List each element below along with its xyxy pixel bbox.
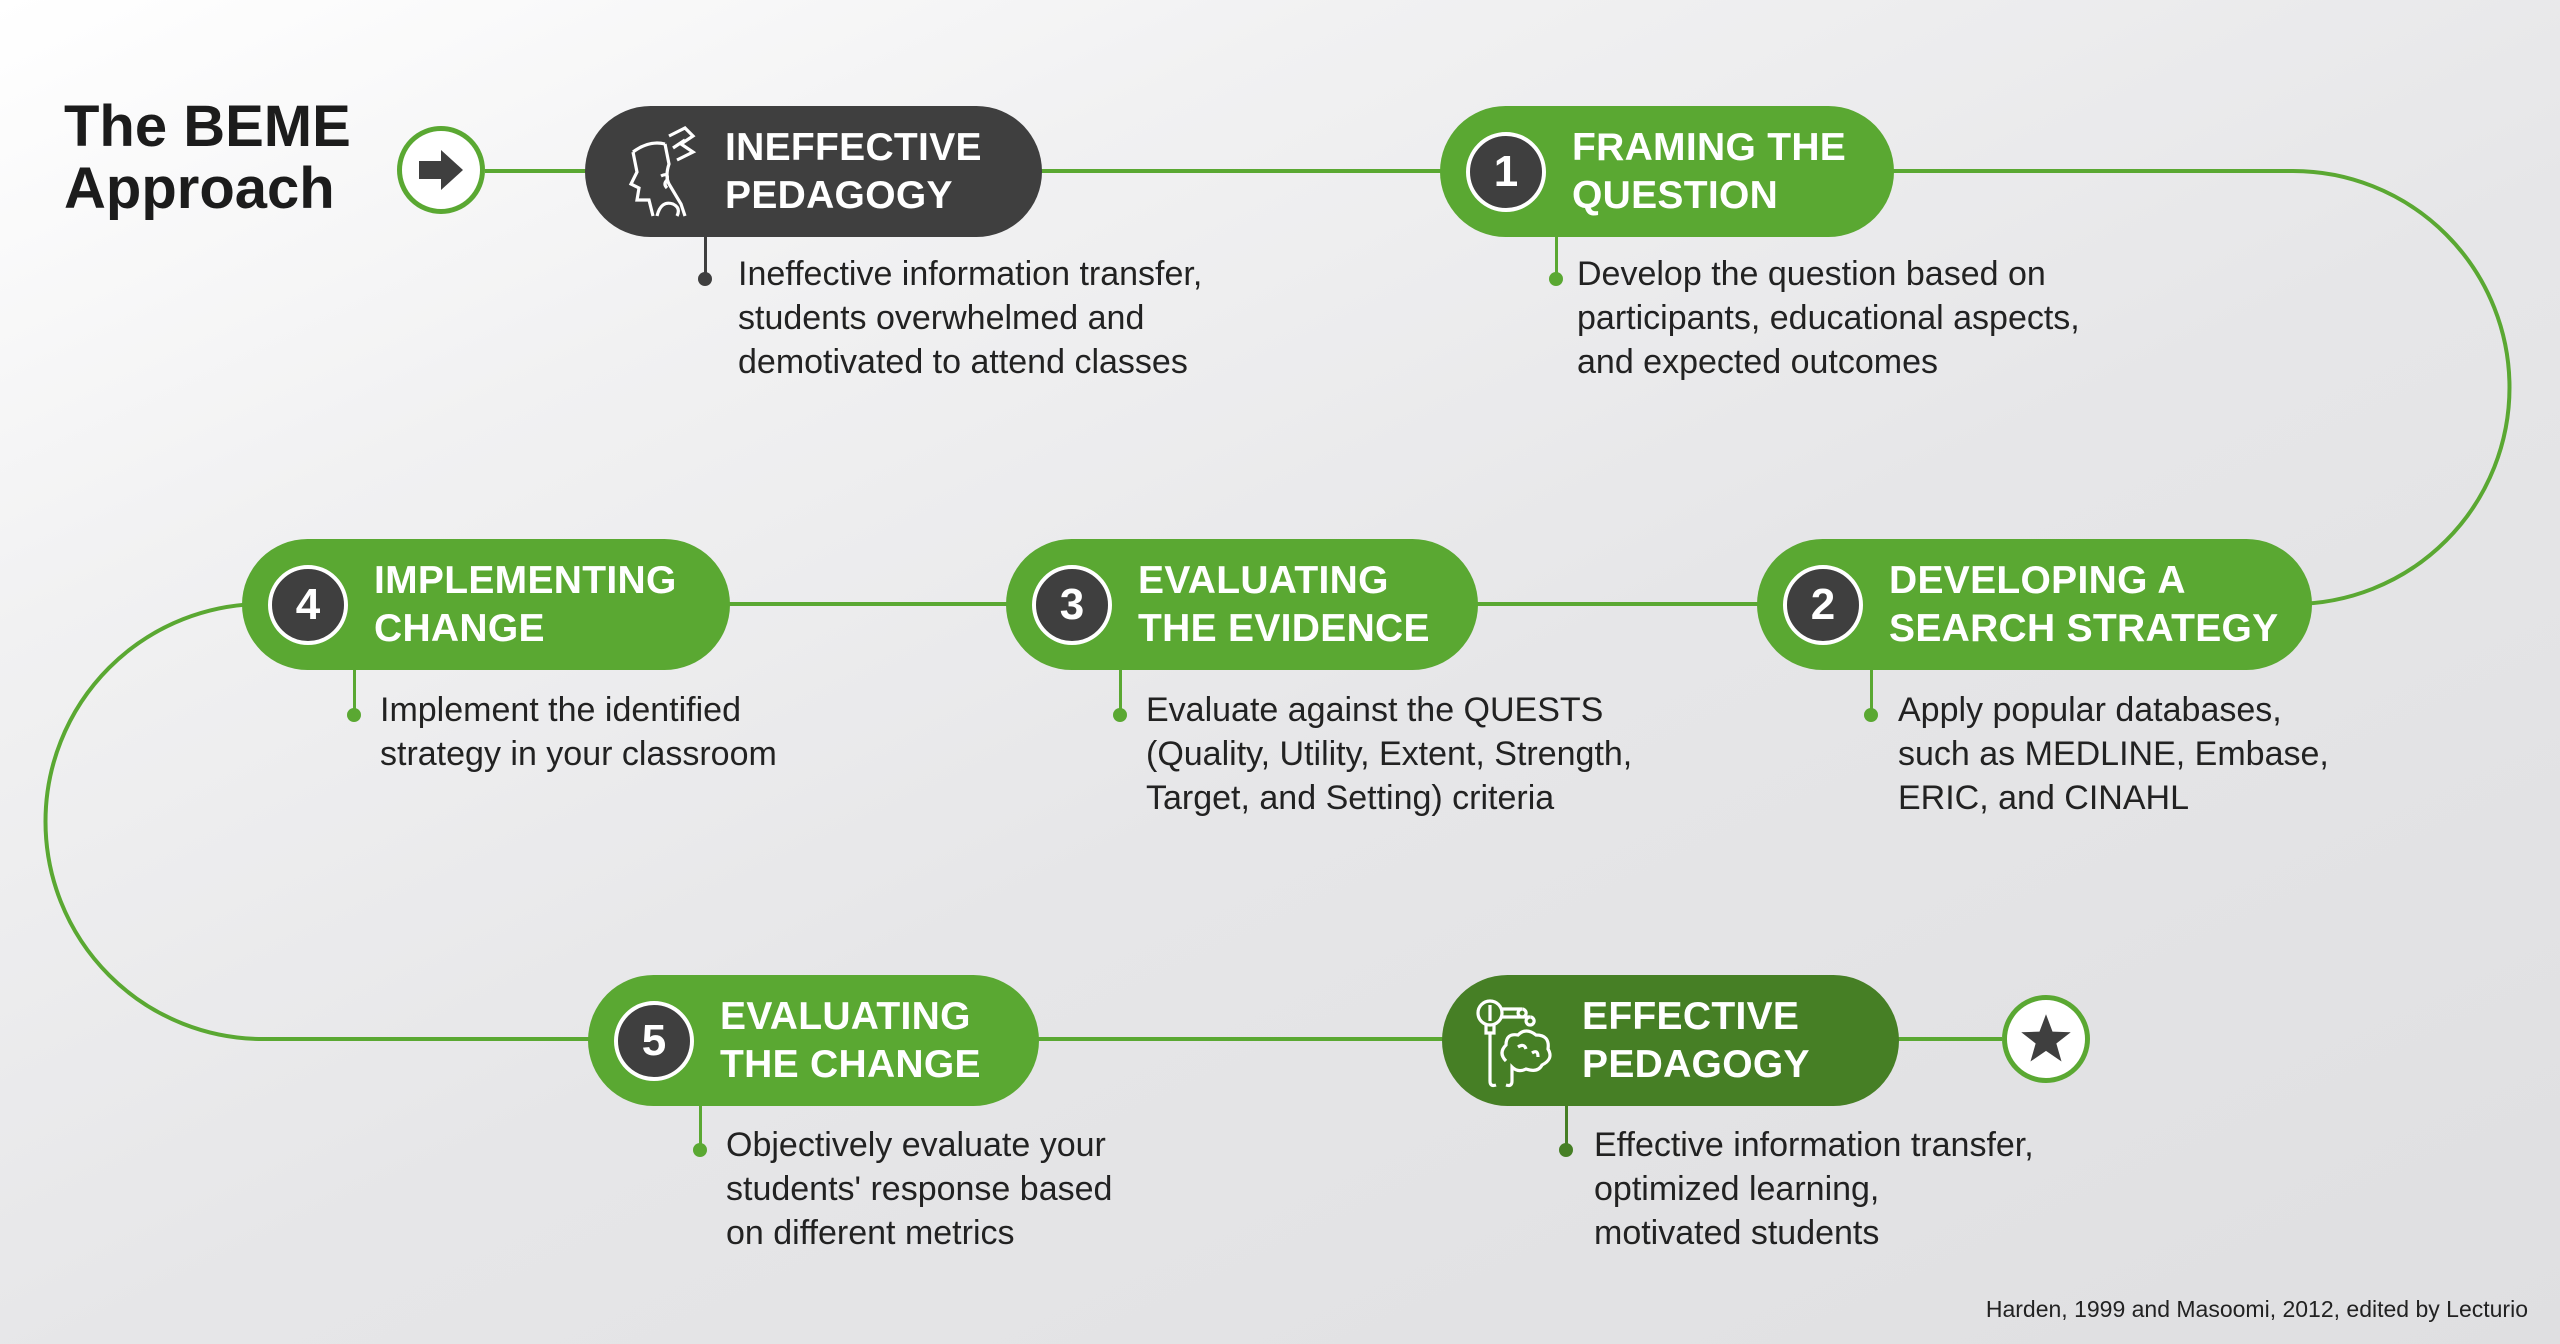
step-label: INEFFECTIVE PEDAGOGY	[725, 125, 982, 217]
step-number: 2	[1783, 564, 1863, 645]
connector-dot	[1549, 272, 1563, 286]
connector	[704, 237, 707, 279]
step-description: Objectively evaluate your students' resp…	[726, 1126, 1113, 1252]
step-implementing-change: 4 IMPLEMENTING CHANGE	[242, 539, 730, 670]
step-description: Apply popular databases, such as MEDLINE…	[1898, 691, 2329, 817]
step-description: Evaluate against the QUESTS (Quality, Ut…	[1146, 691, 1633, 817]
step-ineffective-pedagogy: INEFFECTIVE PEDAGOGY	[585, 106, 1042, 237]
step-description: Develop the question based on participan…	[1577, 255, 2080, 381]
step-label: EVALUATING THE CHANGE	[720, 994, 981, 1086]
brain-lightbulb-icon	[1476, 998, 1552, 1087]
connector-dot	[698, 272, 712, 286]
head-confusion-icon	[628, 125, 697, 217]
step-number: 3	[1032, 564, 1112, 645]
page-title: The BEME Approach	[64, 94, 351, 221]
step-developing-search-strategy: 2 DEVELOPING A SEARCH STRATEGY	[1757, 539, 2312, 670]
connector	[353, 670, 356, 714]
step-label: IMPLEMENTING CHANGE	[374, 558, 677, 650]
step-number: 4	[268, 564, 348, 645]
step-evaluating-the-change: 5 EVALUATING THE CHANGE	[588, 975, 1039, 1106]
step-label: EFFECTIVE PEDAGOGY	[1582, 994, 1810, 1086]
step-number: 5	[614, 1000, 694, 1081]
connector-dot	[1864, 708, 1878, 722]
source-credit: Harden, 1999 and Masoomi, 2012, edited b…	[1985, 1296, 2528, 1322]
connector-dot	[1559, 1143, 1573, 1157]
connector-dot	[347, 708, 361, 722]
step-description: Ineffective information transfer, studen…	[738, 255, 1203, 381]
end-circle	[2002, 995, 2090, 1083]
connector-dot	[693, 1143, 707, 1157]
step-number: 1	[1466, 131, 1546, 212]
connector	[1555, 237, 1558, 279]
connector	[1119, 670, 1122, 714]
step-label: EVALUATING THE EVIDENCE	[1138, 558, 1430, 650]
step-evaluating-the-evidence: 3 EVALUATING THE EVIDENCE	[1006, 539, 1478, 670]
step-framing-the-question: 1 FRAMING THE QUESTION	[1440, 106, 1894, 237]
step-description: Implement the identified strategy in you…	[380, 691, 777, 773]
step-label: FRAMING THE QUESTION	[1572, 125, 1847, 217]
start-circle	[397, 126, 485, 214]
connector	[1870, 670, 1873, 714]
connector-dot	[1113, 708, 1127, 722]
step-label: DEVELOPING A SEARCH STRATEGY	[1889, 558, 2279, 650]
step-effective-pedagogy: EFFECTIVE PEDAGOGY	[1442, 975, 1899, 1106]
connector	[1565, 1104, 1568, 1149]
connector	[699, 1104, 702, 1149]
star-icon	[2021, 1014, 2071, 1062]
step-description: Effective information transfer, optimize…	[1594, 1126, 2034, 1252]
arrow-right-icon	[419, 150, 463, 190]
